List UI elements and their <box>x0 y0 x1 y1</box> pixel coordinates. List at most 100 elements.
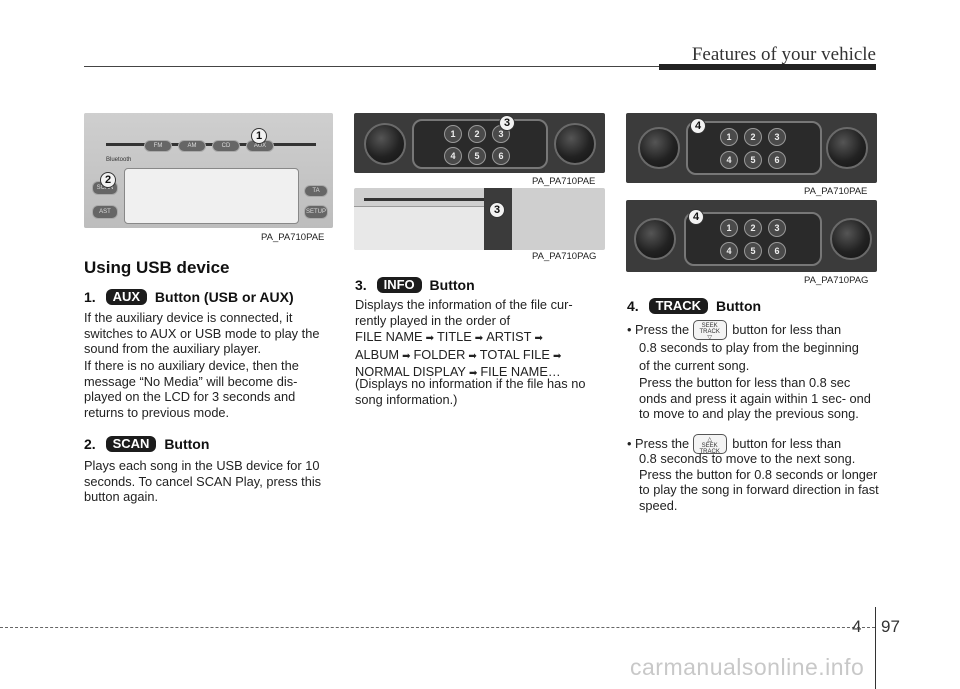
preset-3-key: 3 <box>768 219 786 237</box>
running-header: Features of your vehicle <box>691 44 876 65</box>
subheading-title: Button <box>429 277 475 293</box>
bullet-text: Press the <box>635 322 690 337</box>
chevron-up-icon: △ <box>707 437 712 443</box>
callout-4: 4 <box>688 209 704 225</box>
callout-1: 1 <box>251 128 267 144</box>
bullet-dot: • <box>627 322 632 337</box>
subheading-number: 1. <box>84 289 96 305</box>
header-bar <box>659 64 876 70</box>
seek-track-down-button-icon: SEEK TRACK ▽ <box>692 320 727 341</box>
aux-badge: AUX <box>105 289 148 305</box>
lcd-display <box>354 206 484 250</box>
bullet-subparagraph: Press the button for less than 0.8 sec o… <box>639 375 871 422</box>
volume-knob <box>364 123 406 165</box>
arrow-right-icon: ➡ <box>474 333 484 344</box>
subheading-scan: 2. SCAN Button <box>84 436 209 452</box>
sequence-item: FILE NAME <box>355 329 423 344</box>
subheading-title: Button <box>715 298 762 314</box>
radio-info-panel-image: 3 <box>354 188 605 250</box>
preset-2-key: 2 <box>468 125 486 143</box>
seek-track-up-button-icon: △ SEEK TRACK <box>692 434 727 455</box>
preset-key-cluster: 1 2 3 4 5 6 <box>686 121 822 175</box>
paragraph: If there is no auxiliary device, then th… <box>84 358 299 421</box>
arrow-right-icon: ➡ <box>552 350 562 362</box>
callout-2: 2 <box>100 172 116 188</box>
sequence-item: FILE NAME… <box>480 364 561 380</box>
callout-4: 4 <box>690 118 706 134</box>
subheading-title: Button (USB or AUX) <box>154 289 294 305</box>
ta-key: TA <box>304 185 328 197</box>
arrow-right-icon: ➡ <box>402 350 411 362</box>
subheading-track: 4. TRACK Button <box>627 298 761 314</box>
paragraph: (Displays no information if the file has… <box>355 376 586 407</box>
subheading-aux: 1. AUX Button (USB or AUX) <box>84 289 294 305</box>
radio-front-panel-image: FM AM CD AUX SCAN AST TA SETUP Bluetooth… <box>84 113 333 228</box>
radio-control-panel-image: 1 2 3 4 5 6 4 <box>626 113 877 183</box>
subheading-info: 3. INFO Button <box>355 277 475 293</box>
cd-key: CD <box>212 140 240 152</box>
bullet-text: 0.8 seconds to play from the beginning <box>639 340 859 355</box>
footer-divider <box>875 607 876 689</box>
bullet-text: button for less than <box>732 322 842 337</box>
tune-knob <box>830 218 872 260</box>
chevron-down-icon: ▽ <box>707 335 712 341</box>
preset-key-cluster: 1 2 3 4 5 6 <box>684 212 822 266</box>
arrow-right-icon: ➡ <box>425 333 434 344</box>
volume-knob <box>638 127 680 169</box>
bullet-text: Press the <box>635 436 690 451</box>
section-heading: Using USB device <box>84 258 230 277</box>
sequence-item: TOTAL FILE <box>479 346 550 362</box>
preset-4-key: 4 <box>444 147 462 165</box>
arrow-right-icon: ➡ <box>534 333 543 344</box>
bullet-text: of the current song. <box>639 358 750 373</box>
paragraph: If the auxiliary device is connected, it… <box>84 310 320 357</box>
preset-key-cluster: 1 2 3 4 5 6 <box>412 119 548 169</box>
lcd-display <box>124 168 299 224</box>
info-badge: INFO <box>376 277 422 293</box>
sequence-item: ALBUM <box>355 346 400 362</box>
preset-2-key: 2 <box>744 128 762 146</box>
bullet-text: button for less than <box>732 436 842 451</box>
bluetooth-label: Bluetooth <box>106 157 132 163</box>
cd-slot <box>106 143 316 146</box>
sequence-item: TITLE <box>436 329 472 344</box>
preset-2-key: 2 <box>744 219 762 237</box>
subheading-title: Button <box>164 436 210 452</box>
scan-badge: SCAN <box>105 436 157 452</box>
subheading-number: 2. <box>84 436 96 452</box>
preset-5-key: 5 <box>744 242 762 260</box>
tune-knob <box>826 127 868 169</box>
preset-1-key: 1 <box>720 219 738 237</box>
preset-4-key: 4 <box>720 151 738 169</box>
arrow-right-icon: ➡ <box>468 350 477 362</box>
footer-rule <box>0 627 875 628</box>
ast-key: AST <box>92 205 118 219</box>
header-rule <box>84 66 659 67</box>
sequence-item: NORMAL DISPLAY <box>355 364 466 380</box>
preset-6-key: 6 <box>492 147 510 165</box>
cd-slot <box>364 198 484 201</box>
info-sequence: FILE NAME➡TITLE➡ARTIST➡ ALBUM➡FOLDER➡TOT… <box>355 329 607 382</box>
figure-caption: PA_PA710PAE <box>532 176 596 187</box>
bullet-dot: • <box>627 436 632 451</box>
watermark: carmanualsonline.info <box>630 654 865 680</box>
figure-caption: PA_PA710PAE <box>804 186 868 197</box>
subheading-number: 3. <box>355 277 367 293</box>
preset-4-key: 4 <box>720 242 738 260</box>
fm-key: FM <box>144 140 172 152</box>
chapter-number: 4 <box>852 617 862 636</box>
preset-6-key: 6 <box>768 242 786 260</box>
seek-track-label: SEEK TRACK <box>699 443 720 455</box>
sequence-item: FOLDER <box>413 346 466 362</box>
figure-caption: PA_PA710PAG <box>804 275 869 286</box>
callout-3: 3 <box>499 115 515 131</box>
radio-control-panel-image: 1 2 3 4 5 6 3 <box>354 113 605 173</box>
preset-3-key: 3 <box>768 128 786 146</box>
callout-3: 3 <box>489 202 505 218</box>
arrow-right-icon: ➡ <box>468 368 478 380</box>
figure-caption: PA_PA710PAG <box>532 251 597 262</box>
preset-5-key: 5 <box>744 151 762 169</box>
track-badge: TRACK <box>648 298 709 314</box>
figure-caption: PA_PA710PAE <box>261 232 325 243</box>
preset-1-key: 1 <box>720 128 738 146</box>
